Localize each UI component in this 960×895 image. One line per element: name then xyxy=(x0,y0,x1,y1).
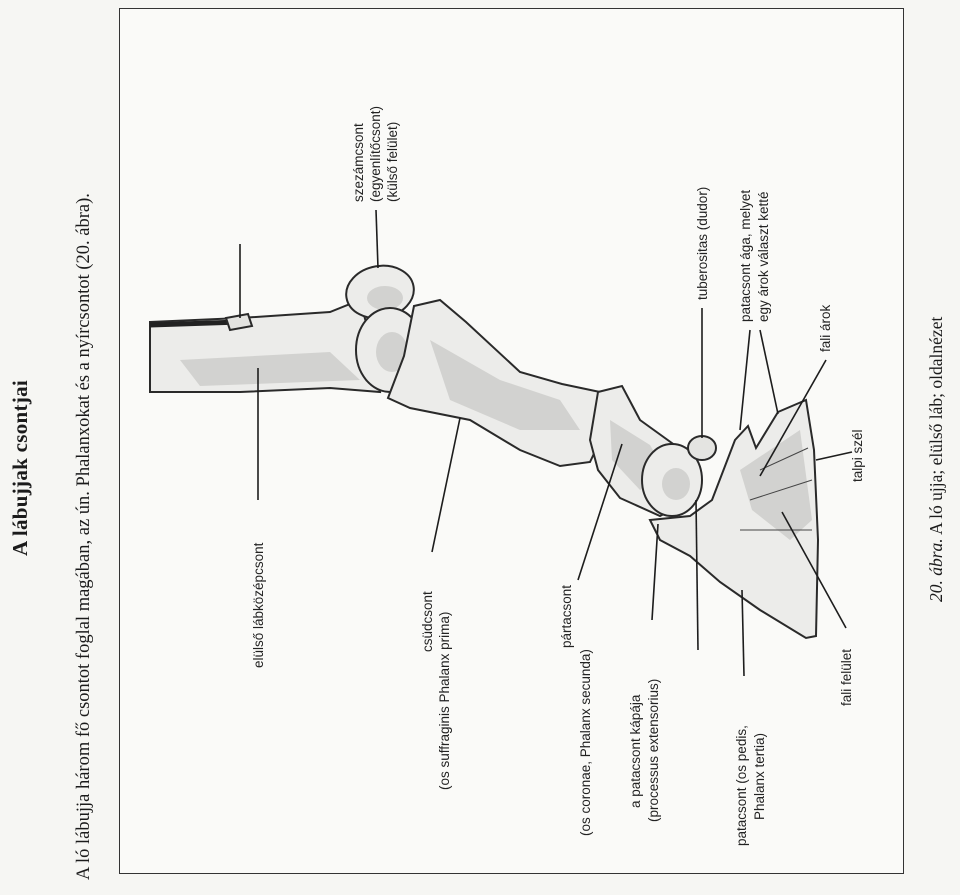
leader-phalanx-tertia xyxy=(741,589,745,677)
label-phalanx-tertia-2: Phalanx tertia) xyxy=(752,733,767,820)
leader-sesamoid xyxy=(375,209,379,269)
label-tuberositas: tuberositas (dudor) xyxy=(695,187,710,300)
label-phalanx-prima-1: csüdcsont xyxy=(420,591,435,652)
leader-phalanx-prima xyxy=(431,417,461,553)
label-branch-1: patacsont ága, melyet xyxy=(738,190,753,322)
label-phalanx-tertia-1: patacsont (os pedis, xyxy=(734,725,749,846)
splint-bone xyxy=(224,312,254,332)
metacarpus-bone xyxy=(149,298,382,394)
label-sesamoid-3: (külső felület) xyxy=(385,122,400,202)
leader-extensor xyxy=(651,523,659,621)
label-branch-2: egy árok választ ketté xyxy=(756,191,771,322)
label-wall-surface: fali felület xyxy=(839,649,854,706)
leader-wall-groove xyxy=(759,359,827,477)
label-wall-groove: fali árok xyxy=(818,304,833,352)
leader-solar-margin xyxy=(815,451,853,461)
label-extensor-2: (processus extensorius) xyxy=(646,679,661,822)
phalanx-tertia-bone xyxy=(648,398,820,640)
coffin-condyle xyxy=(641,443,703,517)
label-phalanx-secunda-1: pártacsont xyxy=(559,585,574,648)
label-sesamoid-1: szezámcsont xyxy=(351,123,366,202)
leader-phalanx-secunda xyxy=(577,443,623,581)
label-solar-margin: talpi szél xyxy=(850,429,865,482)
sesamoid-bone xyxy=(345,264,415,320)
tuberositas-knob xyxy=(687,435,717,461)
label-phalanx-prima-2: (os suffraginis Phalanx prima) xyxy=(437,612,452,790)
label-metacarpus: elülső lábközépcsont xyxy=(251,542,266,668)
leader-tuberositas-down xyxy=(695,499,699,651)
leader-wall-surface xyxy=(781,511,847,629)
phalanx-prima-bone xyxy=(386,298,612,468)
label-phalanx-secunda-2: (os coronae, Phalanx secunda) xyxy=(578,649,593,836)
label-sesamoid-2: (egyenlítőcsont) xyxy=(368,106,383,202)
leader-branch-b xyxy=(759,329,779,415)
leader-branch-a xyxy=(739,329,751,431)
label-extensor-1: a patacsont kápája xyxy=(628,694,643,808)
